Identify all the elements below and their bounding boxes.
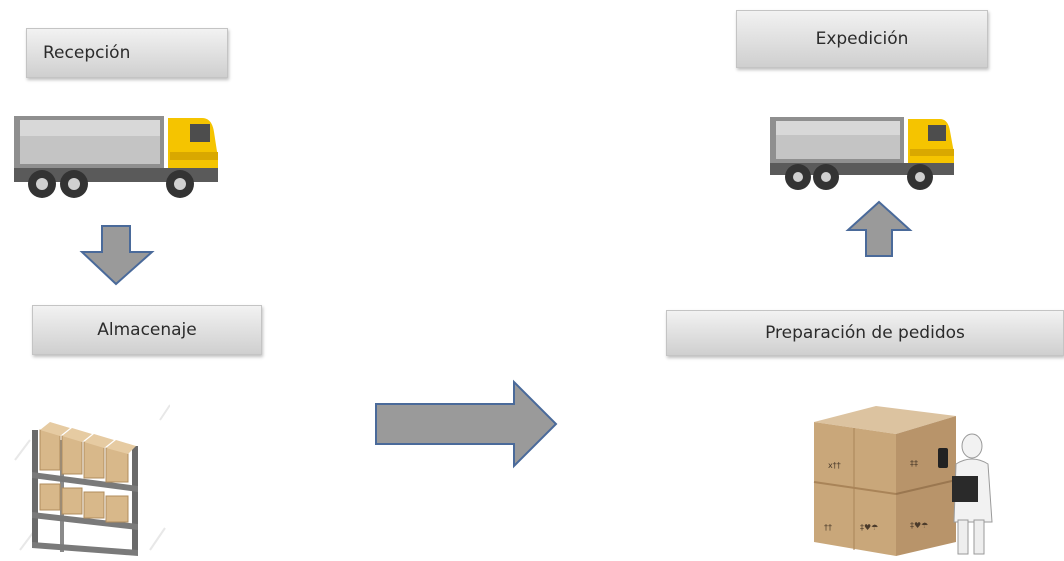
shipping-text: Expedición xyxy=(816,29,909,49)
storage-text: Almacenaje xyxy=(97,320,197,340)
reception-truck-icon xyxy=(12,112,222,202)
reception-label: Recepción xyxy=(26,28,228,78)
svg-text:‡♥☂: ‡♥☂ xyxy=(910,521,928,530)
down-arrow-icon xyxy=(78,224,156,288)
reception-text: Recepción xyxy=(43,43,130,63)
right-arrow-icon xyxy=(372,378,560,470)
svg-text:x††: x†† xyxy=(828,461,841,470)
shipping-label: Expedición xyxy=(736,10,988,68)
shipping-truck-icon xyxy=(768,113,958,193)
svg-text:††: †† xyxy=(824,523,832,532)
order-picking-icon: x†† ‡‡ †† ‡♥☂ ‡♥☂ xyxy=(806,402,1006,558)
svg-text:‡‡: ‡‡ xyxy=(910,459,918,468)
up-arrow-icon xyxy=(844,200,914,260)
storage-label: Almacenaje xyxy=(32,305,262,355)
storage-shelf-icon xyxy=(10,400,170,558)
order-picking-label: Preparación de pedidos xyxy=(666,310,1064,356)
order-picking-text: Preparación de pedidos xyxy=(765,323,965,343)
svg-text:‡♥☂: ‡♥☂ xyxy=(860,523,878,532)
